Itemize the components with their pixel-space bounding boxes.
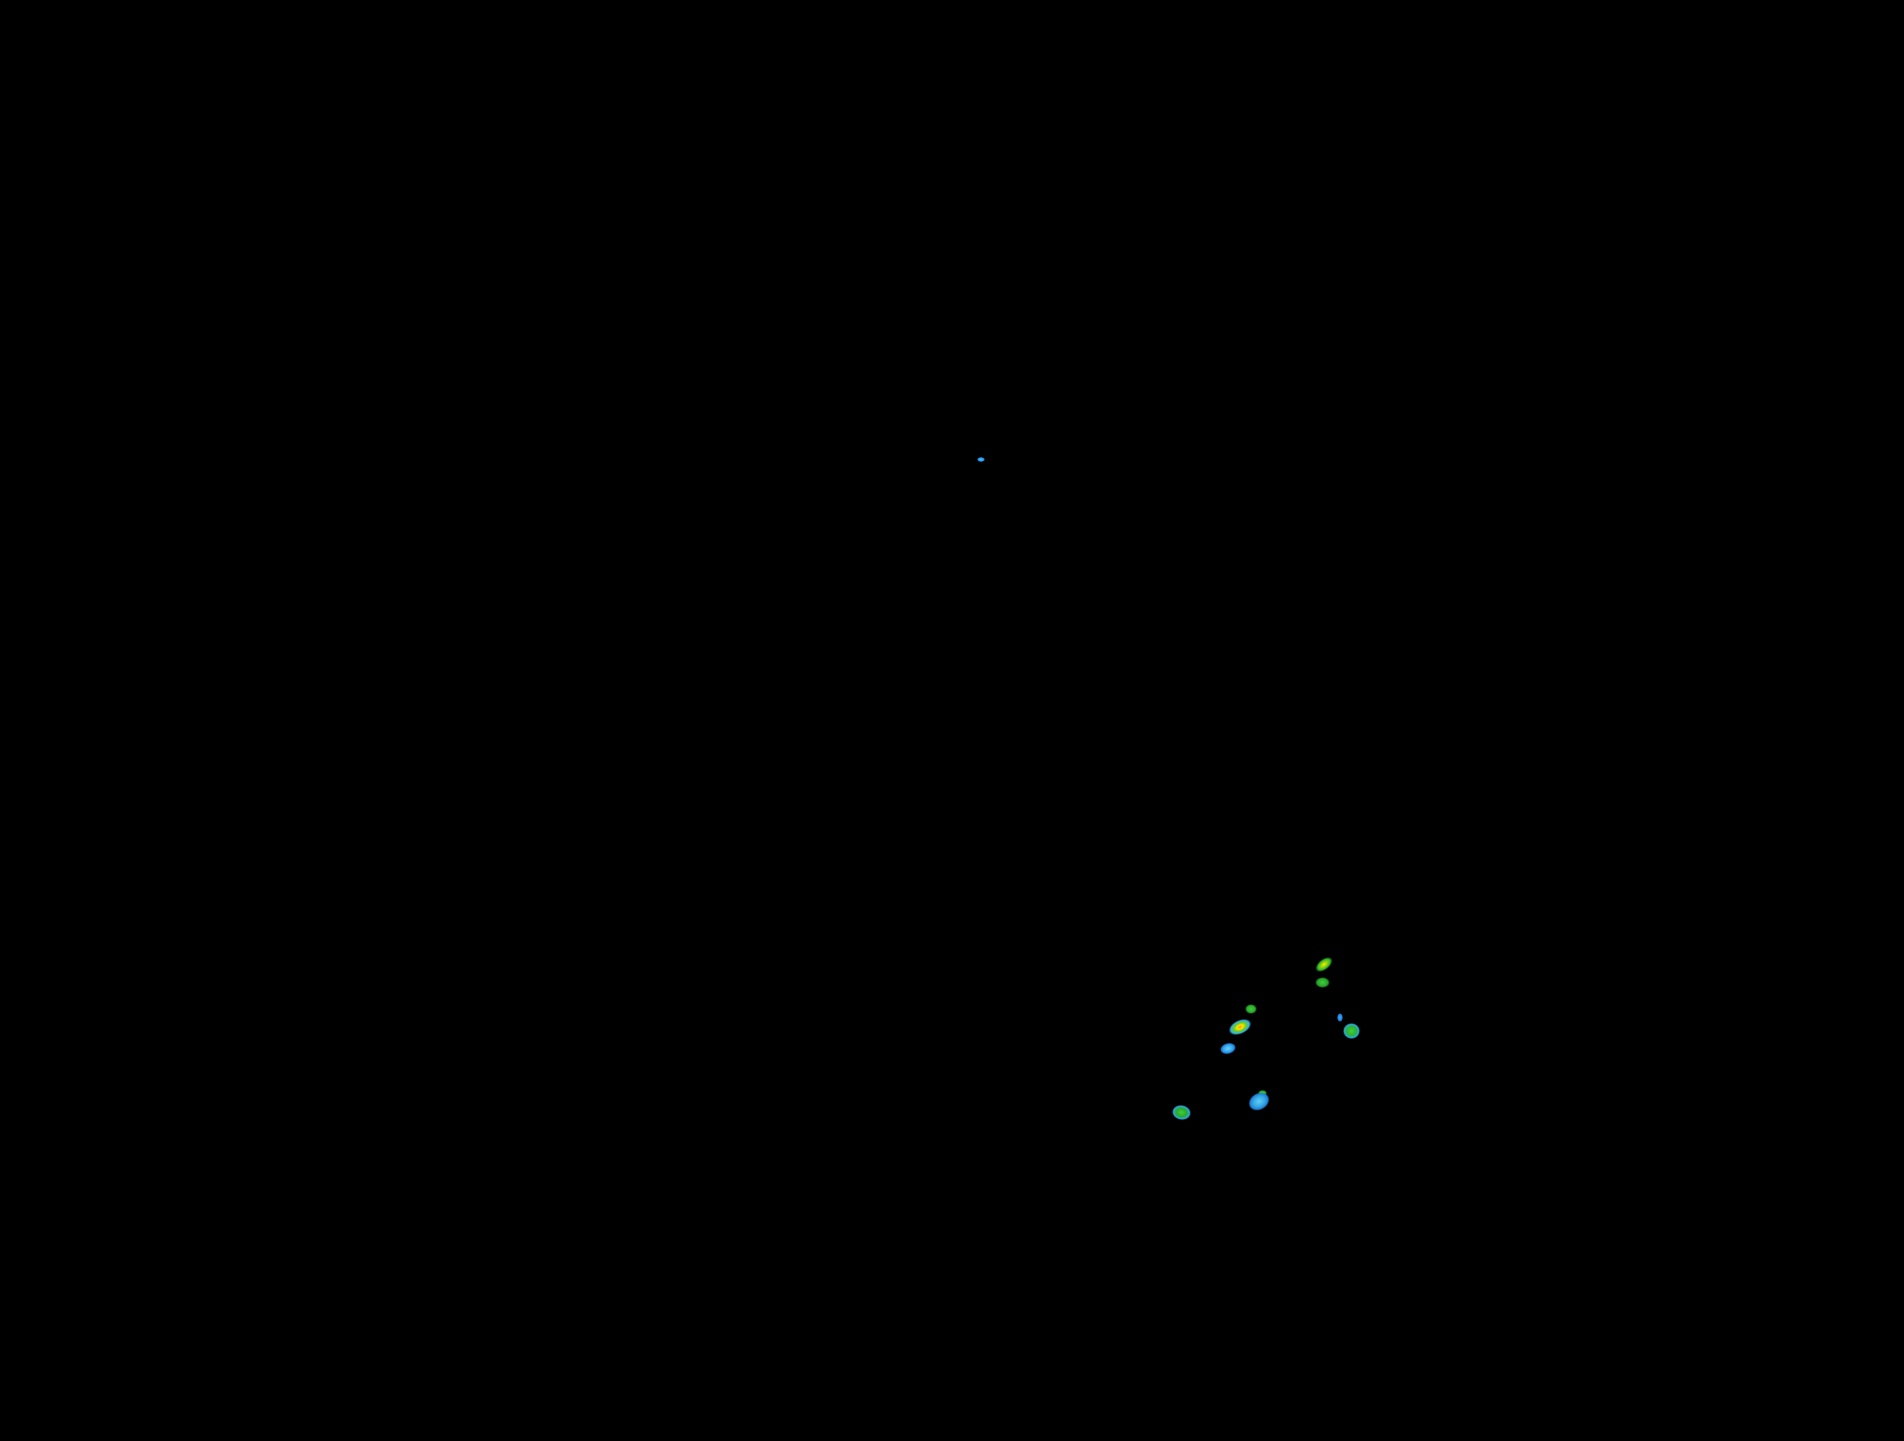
radar-echo-yellow-streak (1312, 953, 1336, 975)
radar-echo-green-2 (1245, 1004, 1257, 1014)
radar-echo-green-1 (1314, 976, 1330, 988)
radar-echo-strong-core (1226, 1015, 1254, 1039)
radar-echo-green-southwest (1170, 1102, 1192, 1122)
radar-echo-cyan-south (1245, 1088, 1273, 1114)
radar-echo-blue-speck (1337, 1012, 1343, 1022)
radar-echo-speck-north (977, 456, 985, 462)
radar-echo-cyan-1 (1218, 1040, 1238, 1056)
radar-echo-green-fleck (1257, 1090, 1267, 1096)
radar-echo-green-cyan (1342, 1023, 1360, 1039)
